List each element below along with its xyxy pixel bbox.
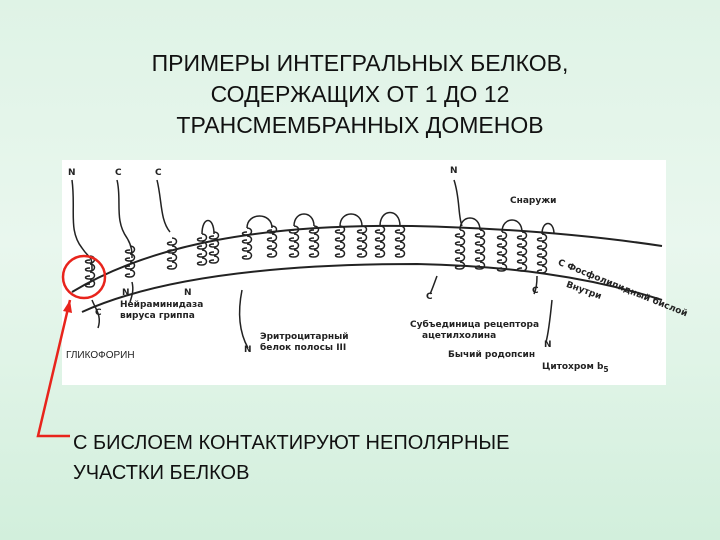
caption: С БИСЛОЕМ КОНТАКТИРУЮТ НЕПОЛЯРНЫЕ УЧАСТК… [73,428,673,488]
cytochrome-subscript: 5 [603,364,609,374]
cytochrome-label: Цитохром b5 [542,362,609,375]
receptor-line-2: ацетилхолина [422,331,497,341]
helix-loop [459,217,481,231]
cytochrome-text: Цитохром b [542,362,604,372]
helix-coil [496,231,508,272]
helix-coil [516,231,528,272]
band3-line-2: белок полосы III [260,343,347,353]
terminus-label: N [68,168,76,178]
helix-coil [536,233,548,274]
band3-label: Эритроцитарный белок полосы III [260,332,349,354]
terminus-label: N [450,166,458,176]
neuraminidase-line-2: вируса гриппа [120,311,195,321]
glycophorin-label: ГЛИКОФОРИН [66,350,135,361]
terminus-label: C [155,168,162,178]
neuraminidase-label: Нейраминидаза вируса гриппа [120,300,203,322]
terminus-label: C [426,292,433,302]
receptor-label: Субъединица рецептора ацетилхолина [410,320,539,342]
terminus-label: N [184,288,192,298]
neuraminidase-line-1: Нейраминидаза [120,300,204,310]
helix-coil [288,225,300,258]
slide-title: ПРИМЕРЫ ИНТЕГРАЛЬНЫХ БЕЛКОВ, СОДЕРЖАЩИХ … [60,48,660,141]
outside-label: Снаружи [510,196,557,206]
caption-line-2: УЧАСТКИ БЕЛКОВ [73,462,250,484]
helix-coil [454,229,466,270]
membrane-drawing [71,179,663,349]
title-line-3: ТРАНСМЕМБРАННЫХ ДОМЕНОВ [176,112,544,138]
helix-coil [334,225,346,258]
terminus-label: C [95,308,102,318]
transmembrane-helices [84,211,555,288]
terminus-label: N [122,288,130,298]
title-line-2: СОДЕРЖАЩИХ ОТ 1 ДО 12 [210,81,510,107]
helix-loop [501,219,523,233]
helix-coil [394,225,406,258]
helix-loop [379,211,401,227]
helix-coil [166,237,178,270]
rhodopsin-label: Бычий родопсин [448,350,536,360]
membrane-diagram: N C C N N N C C C N N Снаружи С Фосфолип… [62,160,689,385]
helix-loop [201,219,215,235]
helix-loop [541,222,555,235]
caption-line-1: С БИСЛОЕМ КОНТАКТИРУЮТ НЕПОЛЯРНЫЕ [73,432,510,454]
helix-coil [374,225,386,258]
terminus-label: C [532,286,539,296]
helix-coil [266,225,278,258]
helix-coil [308,225,320,258]
terminus-label: C [115,168,122,178]
terminus-label: N [244,345,252,355]
helix-loop [293,213,315,227]
terminus-label: N [544,340,552,350]
helix-coil [208,231,220,264]
receptor-line-1: Субъединица рецептора [410,320,540,330]
band3-line-1: Эритроцитарный [260,332,349,342]
helix-coil [474,229,486,270]
helix-coil [124,245,136,278]
helix-loop [339,213,363,227]
helix-loop [246,215,273,229]
helix-coil [356,225,368,258]
helix-coil [196,233,208,266]
helix-coil [241,227,253,260]
title-line-1: ПРИМЕРЫ ИНТЕГРАЛЬНЫХ БЕЛКОВ, [151,50,569,76]
